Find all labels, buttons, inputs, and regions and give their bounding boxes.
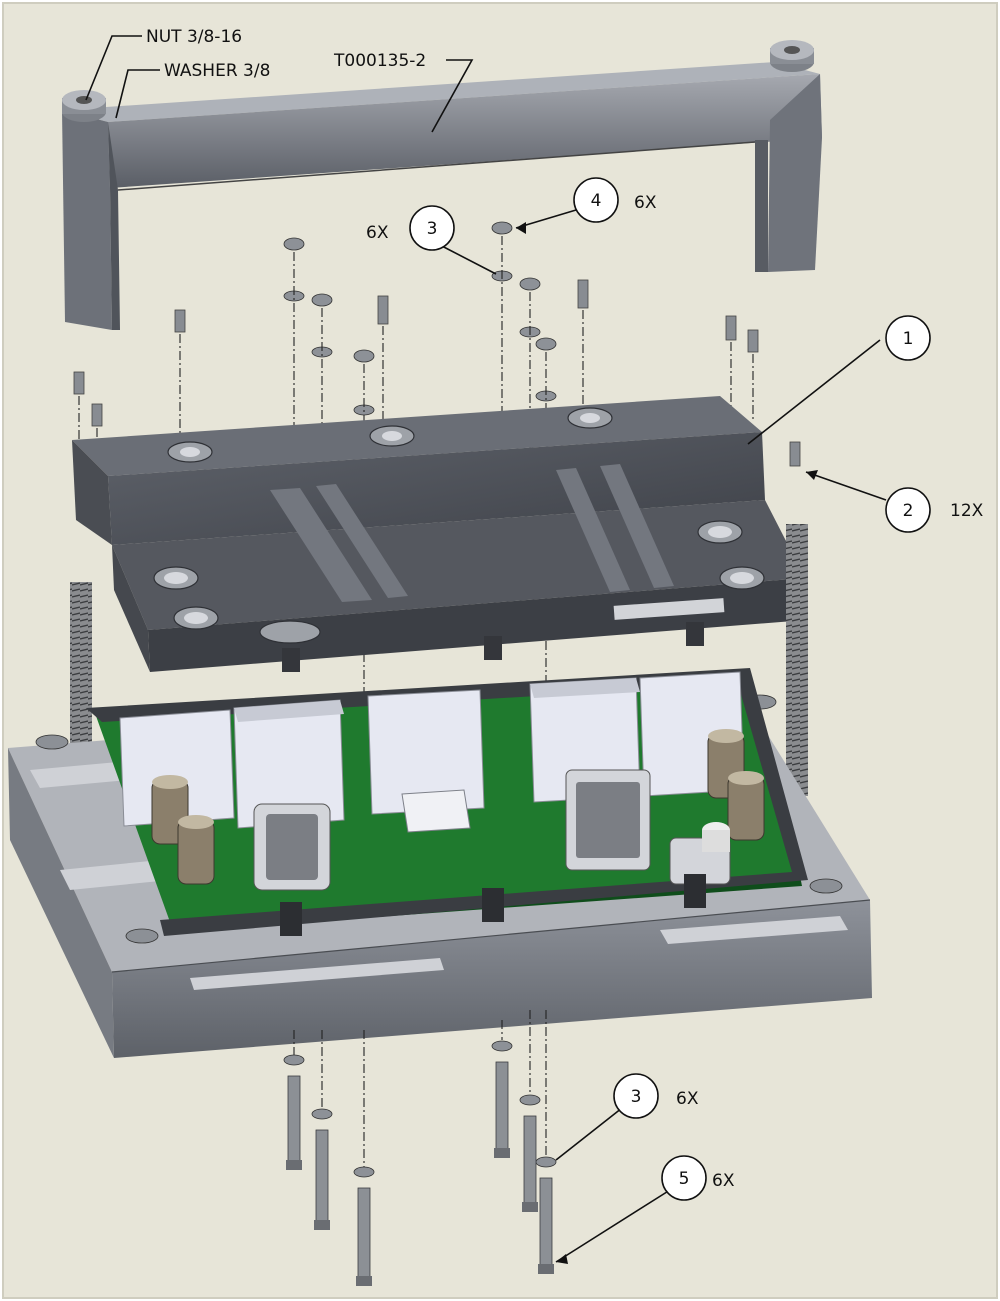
balloon-item-3-top: 3 6X (366, 205, 455, 251)
pcb-board (86, 668, 808, 936)
svg-text:4: 4 (591, 191, 602, 211)
balloon-item-3-top-qty: 6X (366, 223, 389, 243)
balloon-item-5: 5 6X (661, 1155, 735, 1201)
top-nut-left (62, 90, 106, 122)
balloon-item-3-bottom: 3 6X (613, 1073, 699, 1119)
balloon-item-2-qty: 12X (950, 501, 984, 521)
balloon-item-2: 2 12X (885, 487, 984, 533)
threaded-rod-right (786, 524, 808, 796)
balloon-item-4-qty: 6X (634, 193, 657, 213)
balloon-item-5-qty: 6X (712, 1171, 735, 1191)
leader-lines (85, 35, 887, 1264)
svg-text:3: 3 (631, 1087, 642, 1107)
balloon-item-4: 4 6X (573, 177, 657, 223)
frame-part-number-label: T000135-2 (333, 51, 426, 71)
lower-fasteners (283, 1010, 557, 1286)
top-nut-right (770, 40, 814, 72)
balloon-item-1: 1 (885, 315, 931, 361)
svg-text:1: 1 (903, 329, 914, 349)
svg-text:2: 2 (903, 501, 914, 521)
top-u-frame (62, 62, 822, 330)
top-plate (72, 396, 806, 672)
nut-callout-label: NUT 3/8-16 (146, 27, 242, 47)
svg-text:5: 5 (679, 1169, 690, 1189)
washer-callout-label: WASHER 3/8 (164, 61, 270, 81)
svg-text:3: 3 (427, 219, 438, 239)
balloon-item-3-bottom-qty: 6X (676, 1089, 699, 1109)
